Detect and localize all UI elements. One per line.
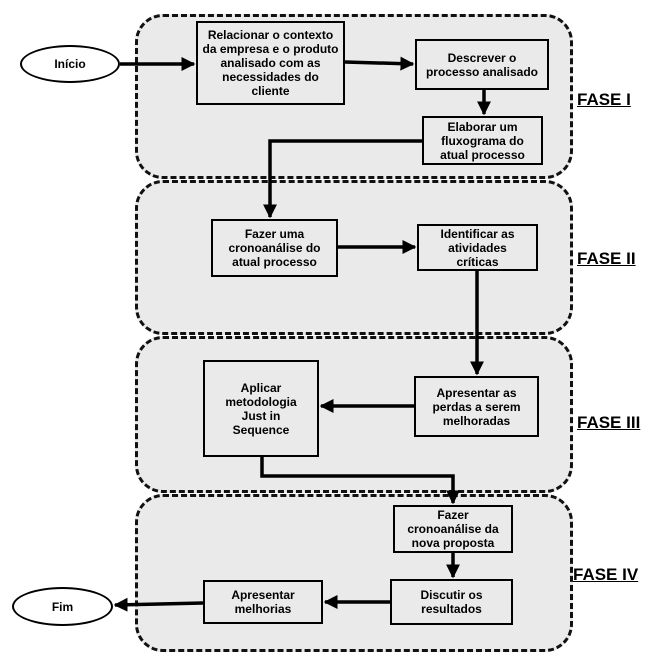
phase-1-label: FASE I	[577, 90, 631, 109]
step-aplicar-metodologia: Aplicar metodologia Just in Sequence	[203, 360, 319, 457]
step-fazer-cronoanalise: Fazer uma cronoanálise do atual processo	[211, 219, 338, 277]
end-terminal: Fim	[12, 587, 113, 626]
step-identificar-atividades: Identificar as atividades críticas	[417, 224, 538, 271]
arrow-aplicar-to-cronoanalise-nova	[260, 457, 460, 505]
step-discutir-resultados: Discutir os resultados	[390, 579, 513, 625]
phase-4-label: FASE IV	[573, 565, 639, 584]
step-cronoanalise-nova-proposta: Fazer cronoanálise da nova proposta	[393, 505, 513, 553]
arrow-melhorias-to-fim	[113, 597, 204, 612]
arrow-relacionar-to-descrever	[344, 56, 415, 71]
step-descrever-processo: Descrever o processo analisado	[415, 39, 549, 90]
step-elaborar-fluxograma: Elaborar um fluxograma do atual processo	[422, 116, 543, 165]
step-apresentar-perdas: Apresentar as perdas a serem melhoradas	[414, 376, 539, 437]
arrow-elaborar-to-cronoanalise	[263, 139, 422, 219]
phase-2-label: FASE II	[577, 249, 636, 268]
start-terminal: Início	[20, 45, 120, 83]
step-apresentar-melhorias: Apresentar melhorias	[203, 580, 323, 624]
step-relacionar-contexto: Relacionar o contexto da empresa e o pro…	[196, 21, 345, 105]
phase-3-label: FASE III	[577, 413, 641, 432]
